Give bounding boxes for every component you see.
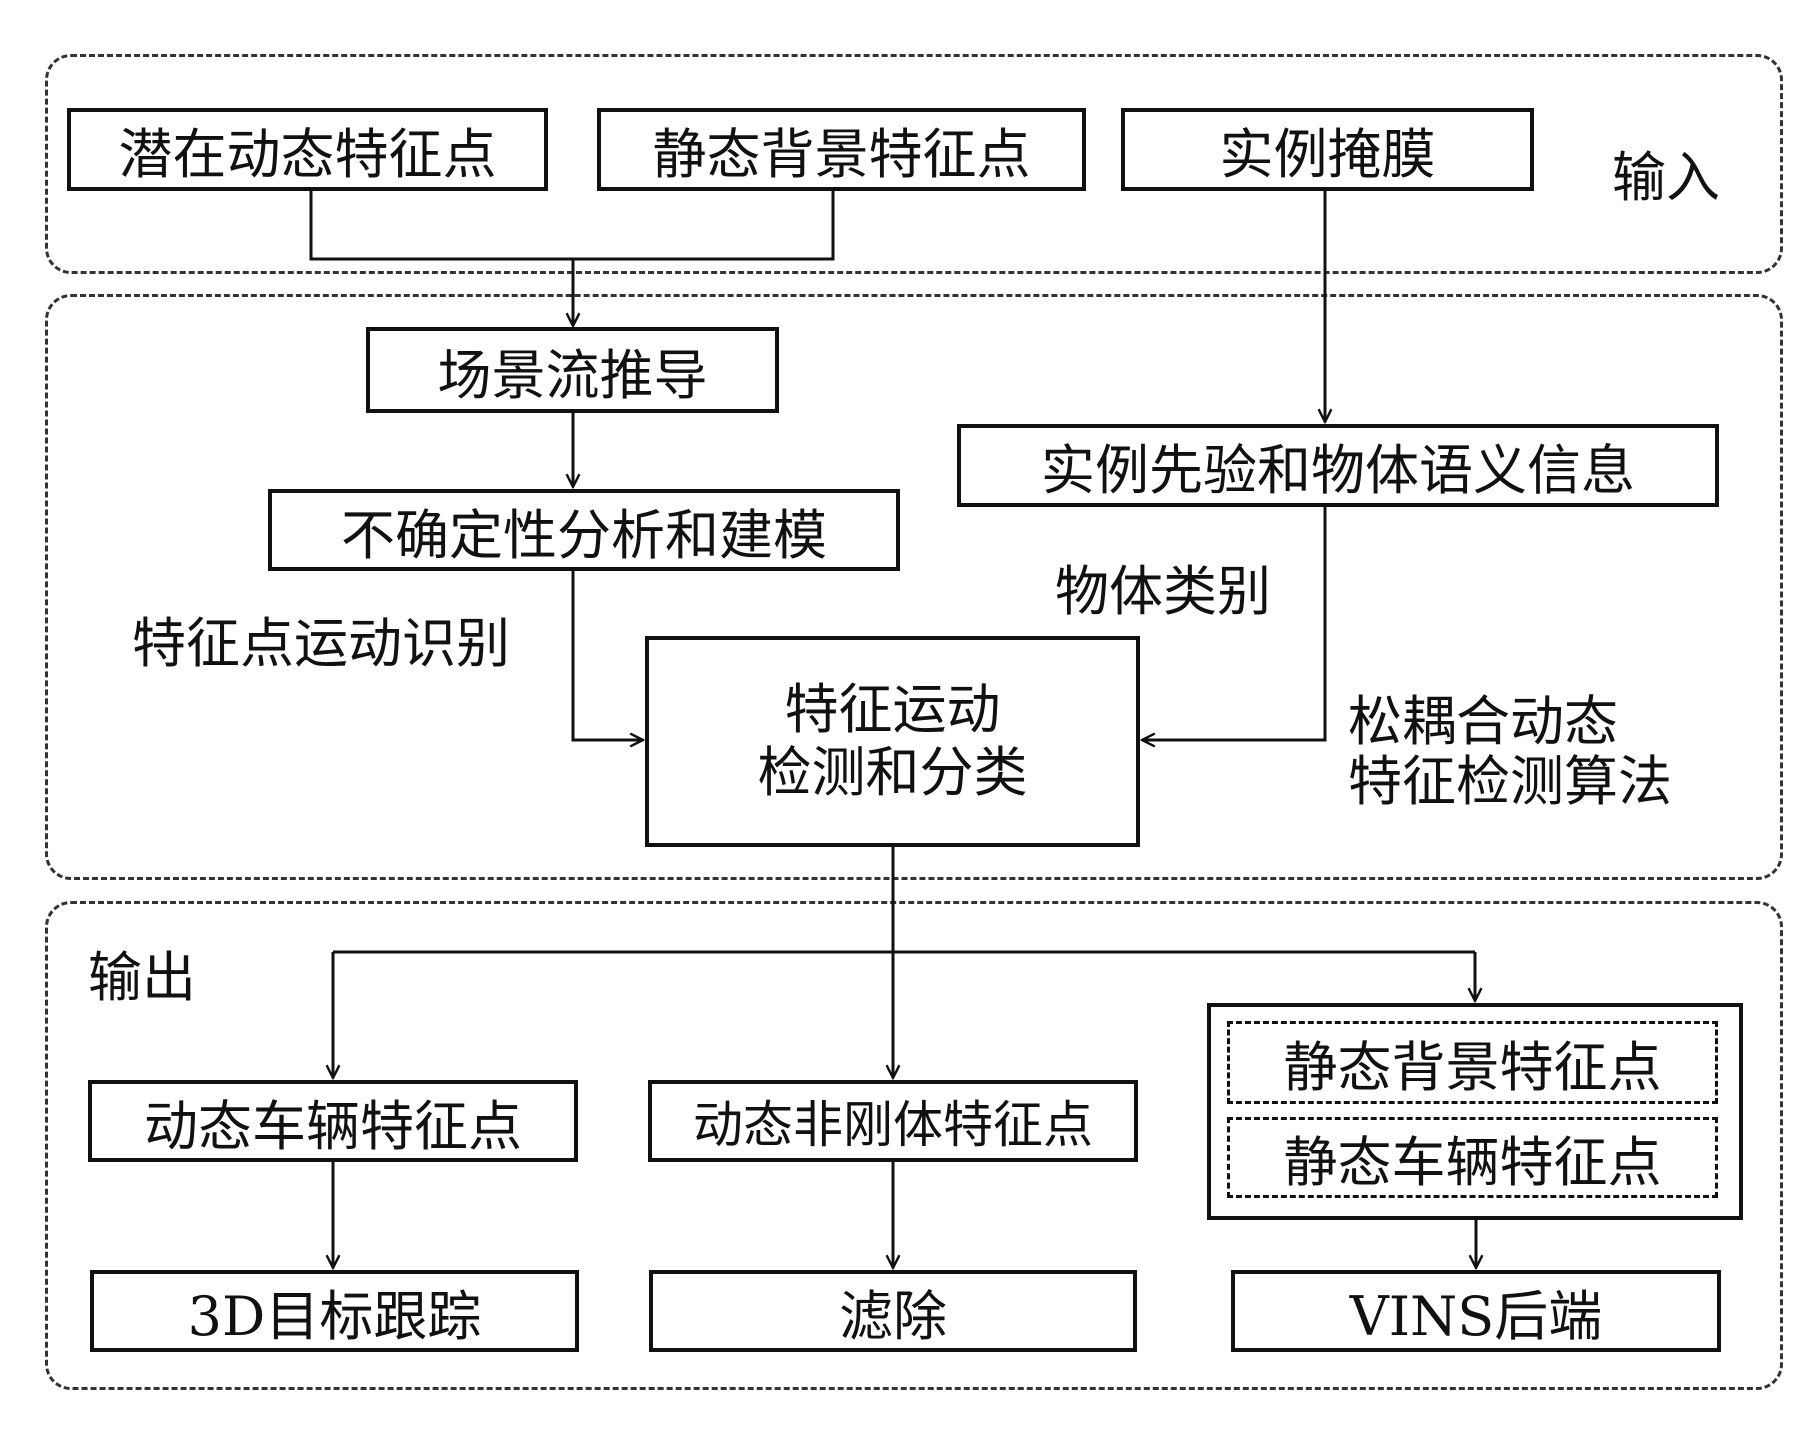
node-static-features-group <box>1207 1003 1743 1220</box>
node-label: 动态非刚体特征点 <box>693 1096 1093 1154</box>
node-label: 实例掩膜 <box>1219 123 1436 186</box>
merge-connector <box>309 190 835 261</box>
process-label-line2: 特征检测算法 <box>1348 750 1672 814</box>
node-static-background-features-input: 静态背景特征点 <box>597 108 1086 191</box>
node-potential-dynamic-features: 潜在动态特征点 <box>67 108 548 191</box>
arrow-motion-recognition <box>571 571 643 740</box>
output-group <box>45 901 1783 1390</box>
node-label: 静态背景特征点 <box>1283 1036 1662 1099</box>
arrow-object-category <box>1142 507 1327 740</box>
node-label: 静态车辆特征点 <box>1283 1131 1662 1194</box>
node-dynamic-vehicle-features: 动态车辆特征点 <box>88 1080 578 1162</box>
input-group-label: 输入 <box>1612 146 1720 209</box>
output-group-label: 输出 <box>88 946 196 1009</box>
input-group <box>45 54 1783 274</box>
edge-label-feature-motion-recognition: 特征点运动识别 <box>132 612 510 675</box>
node-label: 潜在动态特征点 <box>118 123 497 186</box>
node-label-line1: 特征运动 <box>784 678 1001 742</box>
node-scene-flow: 场景流推导 <box>366 327 779 413</box>
node-label-line2: 检测和分类 <box>757 740 1028 804</box>
process-group <box>45 294 1783 880</box>
node-label: 3D目标跟踪 <box>187 1284 482 1348</box>
process-group-label: 松耦合动态 特征检测算法 <box>1348 690 1672 814</box>
node-label: 静态背景特征点 <box>652 123 1031 186</box>
node-label: 动态车辆特征点 <box>144 1094 522 1158</box>
node-label: 滤除 <box>839 1284 947 1348</box>
node-vins-backend: VINS后端 <box>1231 1270 1721 1352</box>
node-label: 场景流推导 <box>437 343 708 407</box>
node-filter-out: 滤除 <box>649 1270 1137 1352</box>
node-instance-prior-semantics: 实例先验和物体语义信息 <box>957 424 1719 507</box>
node-feature-motion-detection: 特征运动 检测和分类 <box>645 636 1140 847</box>
process-label-line1: 松耦合动态 <box>1348 690 1618 753</box>
node-label: VINS后端 <box>1349 1284 1603 1348</box>
node-label: 不确定性分析和建模 <box>341 503 827 567</box>
node-uncertainty-modeling: 不确定性分析和建模 <box>268 489 900 571</box>
node-3d-object-tracking: 3D目标跟踪 <box>90 1270 579 1352</box>
node-label: 实例先验和物体语义信息 <box>1041 439 1635 502</box>
node-static-background-features-output: 静态背景特征点 <box>1227 1021 1718 1104</box>
edge-label-object-category: 物体类别 <box>1055 560 1271 623</box>
node-static-vehicle-features: 静态车辆特征点 <box>1227 1117 1718 1198</box>
node-instance-mask: 实例掩膜 <box>1121 108 1534 191</box>
node-dynamic-nonrigid-features: 动态非刚体特征点 <box>648 1080 1138 1162</box>
